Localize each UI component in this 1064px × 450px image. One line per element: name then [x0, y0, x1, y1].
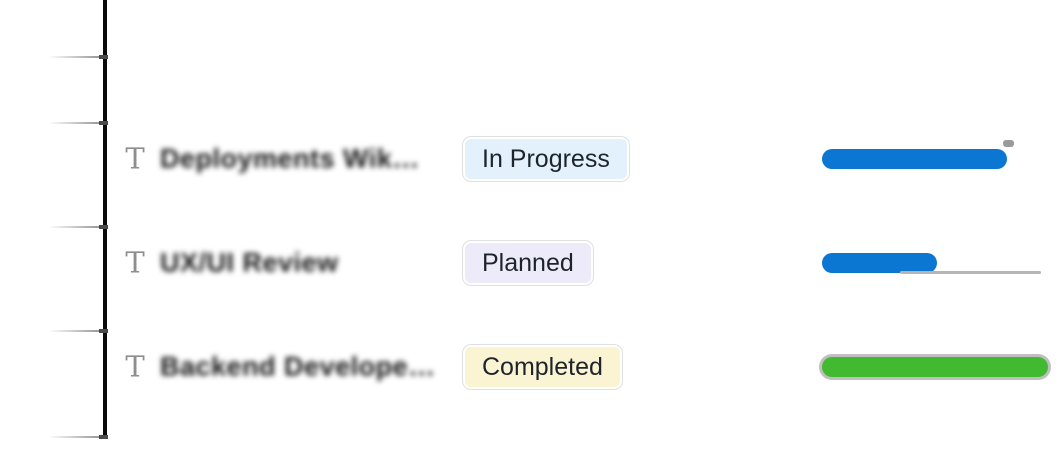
table-row: T UX/UI Review Planned — [104, 227, 1064, 331]
blur-artifact — [900, 271, 1041, 274]
row-title-obscured[interactable]: Deployments Wik… — [160, 143, 420, 174]
status-badge-completed[interactable]: Completed — [463, 345, 622, 389]
text-property-icon: T — [125, 245, 145, 280]
row-divider-tick — [48, 329, 108, 333]
text-property-icon: T — [125, 141, 145, 176]
status-badge-in-progress[interactable]: In Progress — [463, 137, 629, 181]
text-property-icon: T — [125, 349, 145, 384]
row-divider-tick — [48, 435, 108, 439]
row-title-obscured[interactable]: UX/UI Review — [160, 247, 339, 278]
progress-bar — [822, 149, 1007, 169]
blur-artifact — [1003, 140, 1014, 147]
row-divider-tick — [48, 225, 108, 229]
row-divider-tick — [48, 121, 108, 125]
row-title-obscured[interactable]: Backend Develope… — [160, 351, 436, 382]
status-badge-planned[interactable]: Planned — [463, 241, 593, 285]
table-row: T Backend Develope… Completed — [104, 331, 1064, 435]
table-row: T Deployments Wik… In Progress — [104, 123, 1064, 227]
progress-bar — [822, 253, 937, 273]
row-divider-tick — [48, 55, 108, 59]
progress-bar — [822, 357, 1048, 377]
column-divider-line — [103, 0, 107, 438]
